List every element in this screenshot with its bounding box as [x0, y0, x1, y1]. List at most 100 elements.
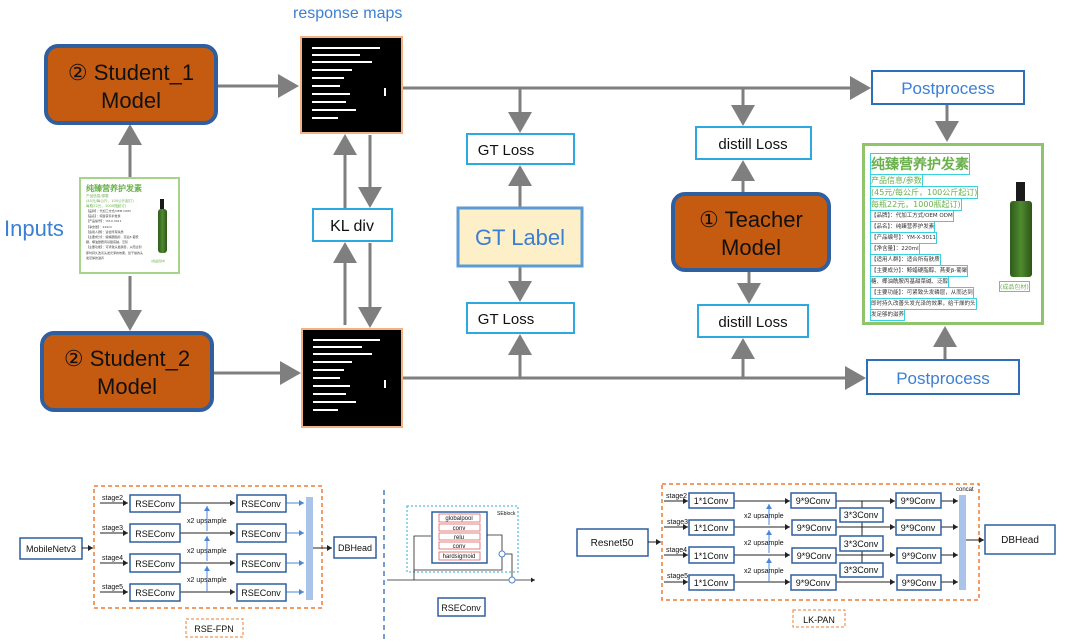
card-text-line: 【产品编号】：YM-X-3011	[869, 232, 938, 244]
stage5-label: stage5	[667, 573, 688, 580]
gt-loss-bottom-box: GT Loss	[466, 302, 575, 334]
student1-model-box: ② Student_1 Model	[44, 44, 218, 125]
rse-fpn-label: RSE-FPN	[194, 624, 234, 634]
student2-label: ② Student_2	[64, 346, 190, 371]
stage4-label: stage4	[666, 547, 687, 554]
input-tag: (成品包材)	[151, 259, 166, 263]
postprocess-bottom-label: Postprocess	[896, 369, 990, 388]
resnet50-label: Resnet50	[591, 538, 634, 549]
conv3x3-block: 3*3Conv	[844, 510, 879, 520]
gt-label-text: GT Label	[475, 225, 565, 250]
bottle-image	[158, 209, 167, 253]
postprocess-top-box: Postprocess	[871, 70, 1025, 105]
card-text-line: 【产品编号】：YM-X-3011	[86, 219, 122, 224]
distill-loss-bottom-box: distill Loss	[697, 304, 809, 338]
stage2-label: stage2	[102, 495, 123, 502]
teacher-label: ① Teacher	[699, 207, 803, 232]
gt-loss-bottom-label: GT Loss	[478, 311, 534, 328]
card-text-line: 【品名】：纯臻营养护发素	[869, 221, 936, 233]
conv1x1-block: 1*1Conv	[694, 523, 729, 533]
conv3x3-block: 3*3Conv	[844, 539, 879, 549]
kl-div-label: KL div	[330, 218, 374, 235]
lk-pan-diagram: Resnet50 stage2 stage3 stage4 stage5 x2 …	[576, 483, 1056, 628]
layer-globalpool: globalpool	[445, 516, 472, 522]
gt-loss-top-label: GT Loss	[478, 142, 534, 159]
rseconv-label: RSEConv	[441, 603, 481, 613]
bottle-image	[1010, 201, 1032, 277]
gt-label-box: GT Label	[456, 206, 584, 268]
stage5-label: stage5	[102, 584, 123, 591]
dbhead-label: DBHead	[338, 543, 372, 553]
upsample-label: x2 upsample	[744, 568, 784, 575]
rseconv-block: RSEConv	[135, 499, 175, 509]
upsample-label: x2 upsample	[187, 548, 227, 555]
input-title: 纯臻营养护发素	[86, 184, 142, 193]
rseconv-block: RSEConv	[241, 499, 281, 509]
stage4-label: stage4	[102, 555, 123, 562]
layer-hardsigmoid: hardsigmoid	[443, 554, 476, 560]
response-maps-label: response maps	[293, 5, 402, 22]
conv1x1-block: 1*1Conv	[694, 496, 729, 506]
distill-loss-top-label: distill Loss	[718, 136, 787, 153]
card-text-line: 【净含量】：220ml	[86, 224, 112, 229]
rseconv-block: RSEConv	[241, 588, 281, 598]
upsample-label: x2 upsample	[187, 518, 227, 525]
conv9x9-block: 9*9Conv	[901, 523, 936, 533]
concat-label: concat	[956, 487, 974, 493]
output-tag: (成品包材)	[999, 281, 1030, 292]
card-text-line: 【品名】：纯臻营养护发素	[86, 214, 121, 219]
gt-loss-top-box: GT Loss	[466, 133, 575, 165]
upsample-label: x2 upsample	[187, 577, 227, 584]
card-text-line: 【主要功能】：可紧致头发磷层，从而达到	[870, 287, 974, 299]
card-text-line: 发足够的滋养	[86, 255, 105, 260]
rseconv-block: RSEConv	[241, 559, 281, 569]
card-text-line: 即时持久改善头发光泽的效果，给干燥的头	[870, 298, 977, 310]
conv9x9-block: 9*9Conv	[797, 523, 832, 533]
conv9x9-block: 9*9Conv	[796, 496, 831, 506]
concat-bar	[306, 497, 313, 600]
mobilenetv3-label: MobileNetv3	[26, 544, 76, 554]
rseconv-block: RSEConv	[135, 559, 175, 569]
conv9x9-block: 9*9Conv	[902, 551, 937, 561]
conv9x9-block: 9*9Conv	[796, 578, 831, 588]
card-text-line: 每瓶22元，1000瓶起订)	[86, 204, 127, 208]
student2-model-label: Model	[97, 374, 157, 399]
card-text-line: 【主要功能】：可紧致头发磷层，从而达到	[86, 245, 142, 250]
layer-relu: relu	[454, 535, 464, 541]
distill-loss-top-box: distill Loss	[695, 126, 812, 160]
card-text-line: 发足够的滋养	[869, 309, 906, 321]
conv9x9-block: 9*9Conv	[797, 551, 832, 561]
card-text-line: 【适用人群】：适合所有肤质	[870, 254, 941, 266]
response-map-student1	[300, 36, 403, 134]
rse-fpn-diagram: MobileNetv3 stage2 stage3 stage4 stage5 …	[19, 485, 377, 638]
upsample-label: x2 upsample	[744, 513, 784, 520]
teacher-model-label: Model	[721, 235, 781, 260]
output-image: 纯臻营养护发素 产品信息/参数(45元/每公斤，100公斤起订)每瓶22元，10…	[862, 143, 1044, 325]
card-text-line: 即时持久改善头发光泽的效果，给干燥的头	[86, 250, 144, 255]
student2-model-box: ② Student_2 Model	[40, 331, 214, 412]
kl-div-box: KL div	[312, 208, 393, 242]
rseconv-block: RSEConv	[241, 529, 281, 539]
layer-conv: conv	[453, 544, 466, 550]
conv1x1-block: 1*1Conv	[694, 578, 729, 588]
postprocess-top-label: Postprocess	[901, 79, 995, 98]
card-text-line: (45元/每公斤，100公斤起订)	[86, 199, 134, 203]
teacher-model-box: ① Teacher Model	[671, 192, 831, 272]
rseconv-block: RSEConv	[135, 588, 175, 598]
concat-bar	[959, 495, 966, 590]
output-title: 纯臻营养护发素	[870, 153, 970, 175]
card-text-line: 每瓶22元，1000瓶起订)	[870, 198, 962, 211]
card-text-line: 【品牌】：代加工方式/OEM ODM	[86, 209, 131, 213]
card-text-line: 【主要成分】：鲸蜡硬脂醇、燕麦β-葡聚	[86, 235, 139, 240]
upsample-label: x2 upsample	[744, 540, 784, 547]
stage3-label: stage3	[667, 519, 688, 526]
card-text-line: 【适用人群】：适合所有肤质	[86, 229, 124, 234]
card-text-line: 【净含量】：220ml	[870, 243, 920, 255]
conv1x1-block: 1*1Conv	[694, 551, 729, 561]
conv3x3-block: 3*3Conv	[844, 565, 879, 575]
distill-loss-bottom-label: distill Loss	[718, 314, 787, 331]
layer-conv: conv	[453, 526, 466, 532]
inputs-label: Inputs	[4, 216, 64, 241]
rseconv-diagram: SEblock globalpool conv relu conv hardsi…	[387, 505, 535, 617]
